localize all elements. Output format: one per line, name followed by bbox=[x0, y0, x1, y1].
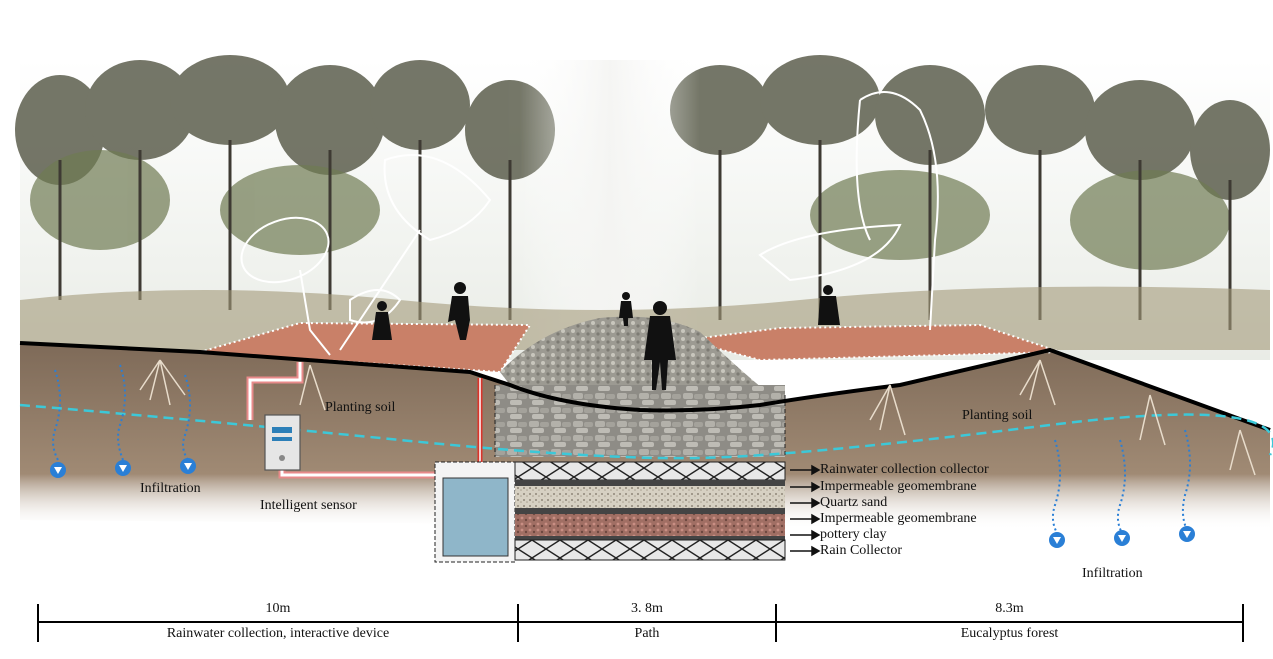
infiltration-label-left: Infiltration bbox=[140, 481, 201, 496]
infiltration-arrows bbox=[52, 364, 1191, 534]
people-silhouettes bbox=[372, 282, 840, 390]
layer-label: Quartz sand bbox=[820, 495, 888, 510]
scale-name-2: Path bbox=[634, 626, 660, 641]
tree-roots bbox=[139, 359, 1256, 476]
layer-label: Rainwater collection collector bbox=[820, 462, 989, 477]
storage-tank bbox=[434, 461, 516, 563]
collection-layers bbox=[514, 461, 786, 561]
forest-background bbox=[15, 55, 1270, 360]
ground-line bbox=[19, 341, 1271, 432]
scale-name-1: Rainwater collection, interactive device bbox=[166, 626, 390, 641]
infiltration-label-right: Infiltration bbox=[1082, 566, 1143, 581]
scale-length-3: 8.3m bbox=[995, 601, 1024, 616]
planting-soil-label-right: Planting soil bbox=[962, 408, 1033, 423]
water-table-line bbox=[19, 403, 1273, 460]
right-plaza bbox=[684, 323, 1061, 362]
layer-label: Impermeable geomembrane bbox=[820, 511, 977, 526]
scale-length-2: 3. 8m bbox=[631, 601, 663, 616]
scale-bar bbox=[37, 604, 1244, 642]
layer-leaders bbox=[790, 464, 821, 557]
intelligent-sensor-device bbox=[264, 414, 301, 471]
layer-label: pottery clay bbox=[820, 527, 887, 542]
intelligent-sensor-label: Intelligent sensor bbox=[260, 498, 357, 513]
layer-label: Rain Collector bbox=[820, 543, 903, 558]
planting-soil-label-left: Planting soil bbox=[325, 400, 396, 415]
scale-name-3: Eucalyptus forest bbox=[960, 626, 1059, 641]
scale-length-1: 10m bbox=[265, 601, 291, 616]
layer-label: Impermeable geomembrane bbox=[820, 479, 977, 494]
interactive-sculptures bbox=[240, 91, 939, 356]
